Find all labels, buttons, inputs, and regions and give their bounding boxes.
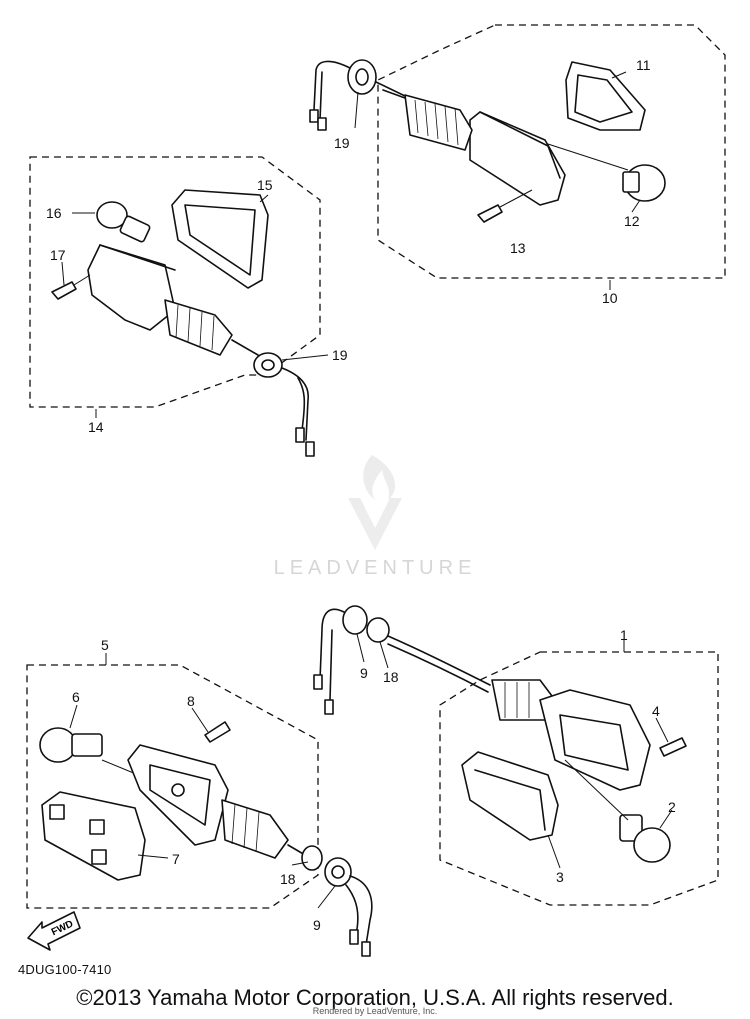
bulb-6 (39, 727, 103, 763)
callout-8: 8 (187, 693, 195, 709)
grommet-18-left (301, 845, 323, 871)
assembly-1-flasher-front-right (313, 605, 719, 906)
document-code: 4DUG100-7410 (18, 962, 112, 977)
wire-19-top (313, 60, 351, 111)
callout-18-left: 18 (280, 871, 296, 887)
leadventure-logo-icon (348, 455, 402, 550)
bulb-12 (622, 164, 666, 202)
assembly-5-boundary (26, 664, 319, 909)
callout-16: 16 (46, 205, 62, 221)
callout-9-left: 9 (313, 917, 321, 933)
wire-9-left (349, 875, 373, 946)
cable-1 (387, 635, 491, 686)
screw-8 (204, 721, 231, 743)
lens-7 (41, 791, 146, 881)
grommet-9-left (324, 857, 352, 887)
fwd-arrow-icon: FWD (27, 911, 81, 951)
callout-5: 5 (101, 637, 109, 653)
callout-19-left: 19 (332, 347, 348, 363)
wire-9-right (319, 608, 345, 681)
callout-13: 13 (510, 240, 526, 256)
screw-17 (51, 281, 77, 300)
callout-3: 3 (556, 869, 564, 885)
flasher-housing-1 (539, 689, 651, 791)
render-credit: Rendered by LeadVenture, Inc. (312, 1006, 438, 1016)
bulb-16 (96, 201, 151, 243)
assembly-5-flasher-front-left (26, 653, 373, 957)
lens-3 (461, 751, 559, 841)
flasher-housing-14 (87, 244, 176, 331)
callout-14: 14 (88, 419, 104, 435)
callout-4: 4 (652, 703, 660, 719)
assembly-14-flasher-rear-left (29, 156, 329, 457)
flasher-stem-5 (221, 799, 289, 859)
callout-17: 17 (50, 247, 66, 263)
grommet-19-top (347, 59, 377, 95)
copyright-notice: ©2013 Yamaha Motor Corporation, U.S.A. A… (76, 985, 674, 1010)
lens-15 (171, 189, 269, 289)
grommet-19-left (253, 352, 283, 378)
assembly-10-flasher-rear-right (309, 24, 726, 290)
callout-2: 2 (668, 799, 676, 815)
assembly-1-boundary (439, 651, 719, 906)
callout-10: 10 (602, 290, 618, 306)
callout-15: 15 (257, 177, 273, 193)
callout-9-right: 9 (360, 665, 368, 681)
callout-11: 11 (636, 57, 651, 73)
wire-19-left (281, 367, 309, 441)
callout-18-right: 18 (383, 669, 399, 685)
bulb-2 (619, 814, 671, 863)
flasher-stem-14 (164, 299, 233, 356)
callout-6: 6 (72, 689, 80, 705)
callout-19-top: 19 (334, 135, 350, 151)
callout-1: 1 (620, 627, 628, 643)
grommet-9-right (342, 605, 368, 635)
watermark-text: LEADVENTURE (273, 557, 477, 579)
flasher-housing-5 (127, 744, 229, 846)
grommet-18-right (366, 617, 390, 643)
flasher-housing-10 (469, 111, 566, 206)
callout-7: 7 (172, 851, 180, 867)
callout-12: 12 (624, 213, 640, 229)
screw-4 (659, 737, 687, 757)
screw-13 (477, 204, 503, 223)
